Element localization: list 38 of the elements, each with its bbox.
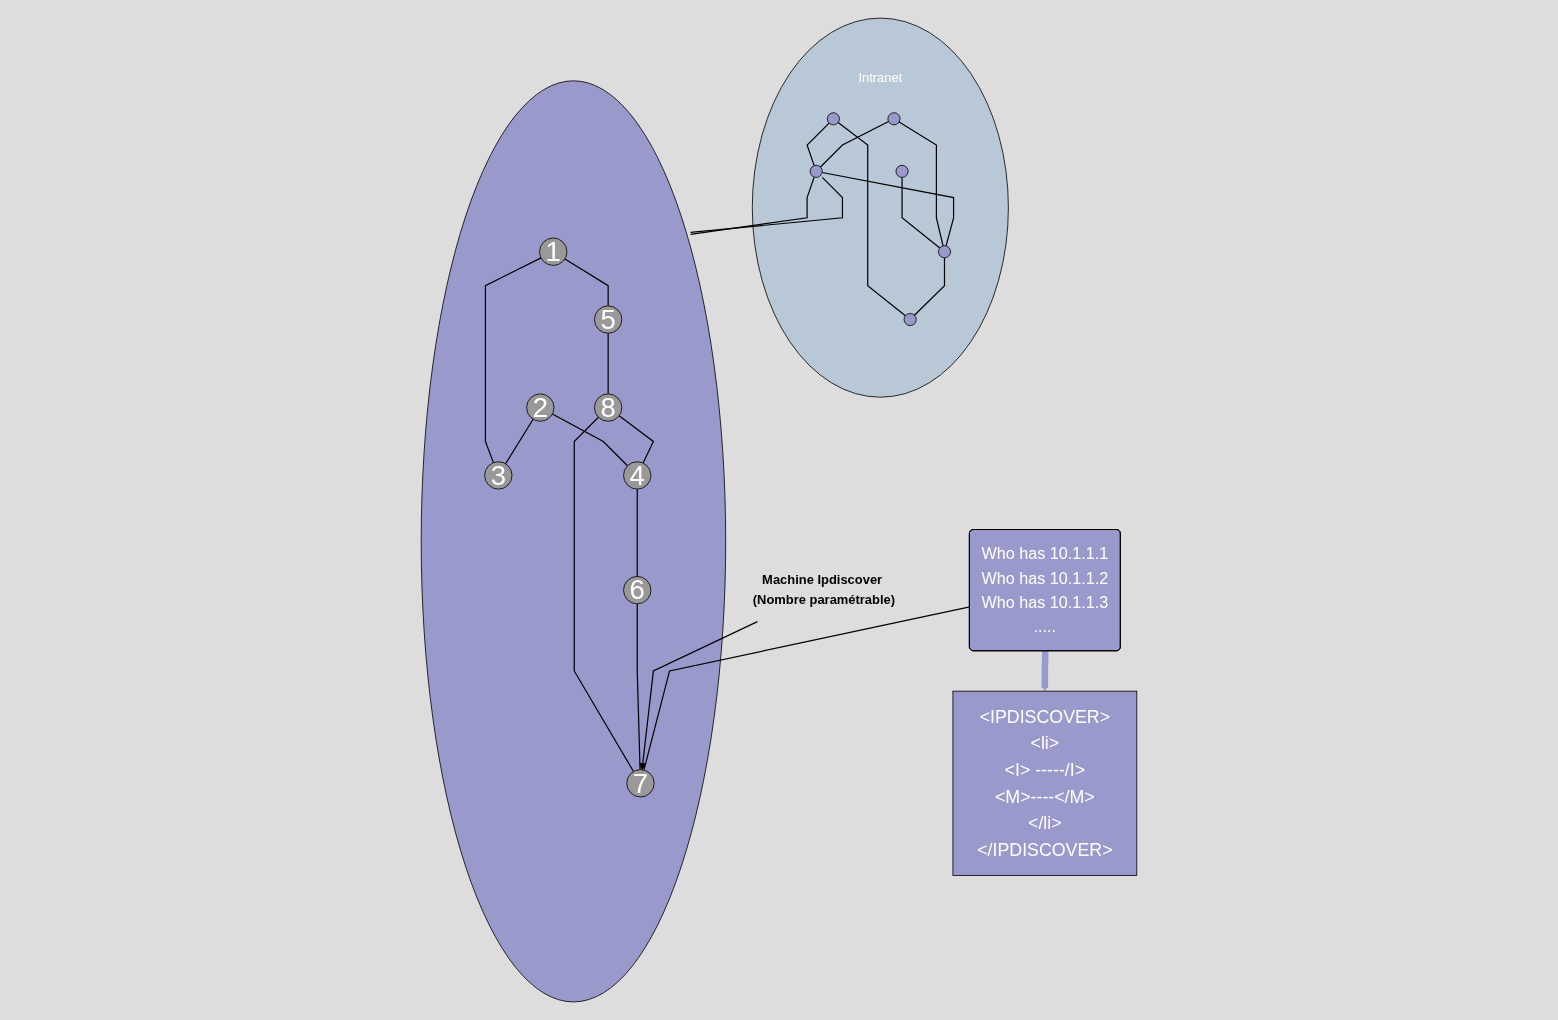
cluster: Intranet: [751, 17, 1009, 398]
connector: [898, 121, 944, 247]
node-circle: 2: [526, 393, 555, 422]
connector: [913, 257, 946, 316]
node-circle: [895, 164, 909, 178]
node-circle: 1: [539, 237, 568, 266]
node-circle: 3: [484, 461, 513, 490]
connector: [819, 120, 890, 168]
node-circle: 5: [594, 305, 623, 334]
node-circle: 8: [594, 393, 623, 422]
node-circle: 7: [626, 769, 655, 798]
connector: [618, 415, 655, 464]
connector: [821, 171, 955, 247]
node-text: Machine Ipdiscover (Nombre paramétrable): [752, 573, 896, 607]
cluster: [420, 80, 727, 1003]
node-box: <IPDISCOVER> <li> <I> -----/I> <M>----</M> </li> </IPDISCOVER>: [952, 690, 1138, 876]
connector: [689, 176, 815, 235]
connector: [636, 603, 641, 771]
connector: [689, 176, 844, 233]
node-circle: 6: [623, 576, 652, 605]
arrow: [639, 621, 758, 770]
connector: [504, 418, 534, 465]
connector: [573, 416, 635, 773]
connector: [564, 258, 609, 307]
connector: [901, 176, 941, 249]
node-circle: 4: [623, 461, 652, 490]
node-circle: [826, 112, 840, 126]
connector: [607, 332, 609, 395]
node-circle: [938, 245, 951, 259]
arrow: [1041, 651, 1049, 692]
connector: [484, 257, 542, 464]
node-circle: [809, 164, 823, 178]
connector: [551, 413, 629, 467]
node-circle: [903, 313, 917, 326]
connector: [643, 606, 971, 771]
connector: [837, 121, 906, 317]
connector: [636, 488, 638, 578]
node-circle: [887, 112, 901, 126]
